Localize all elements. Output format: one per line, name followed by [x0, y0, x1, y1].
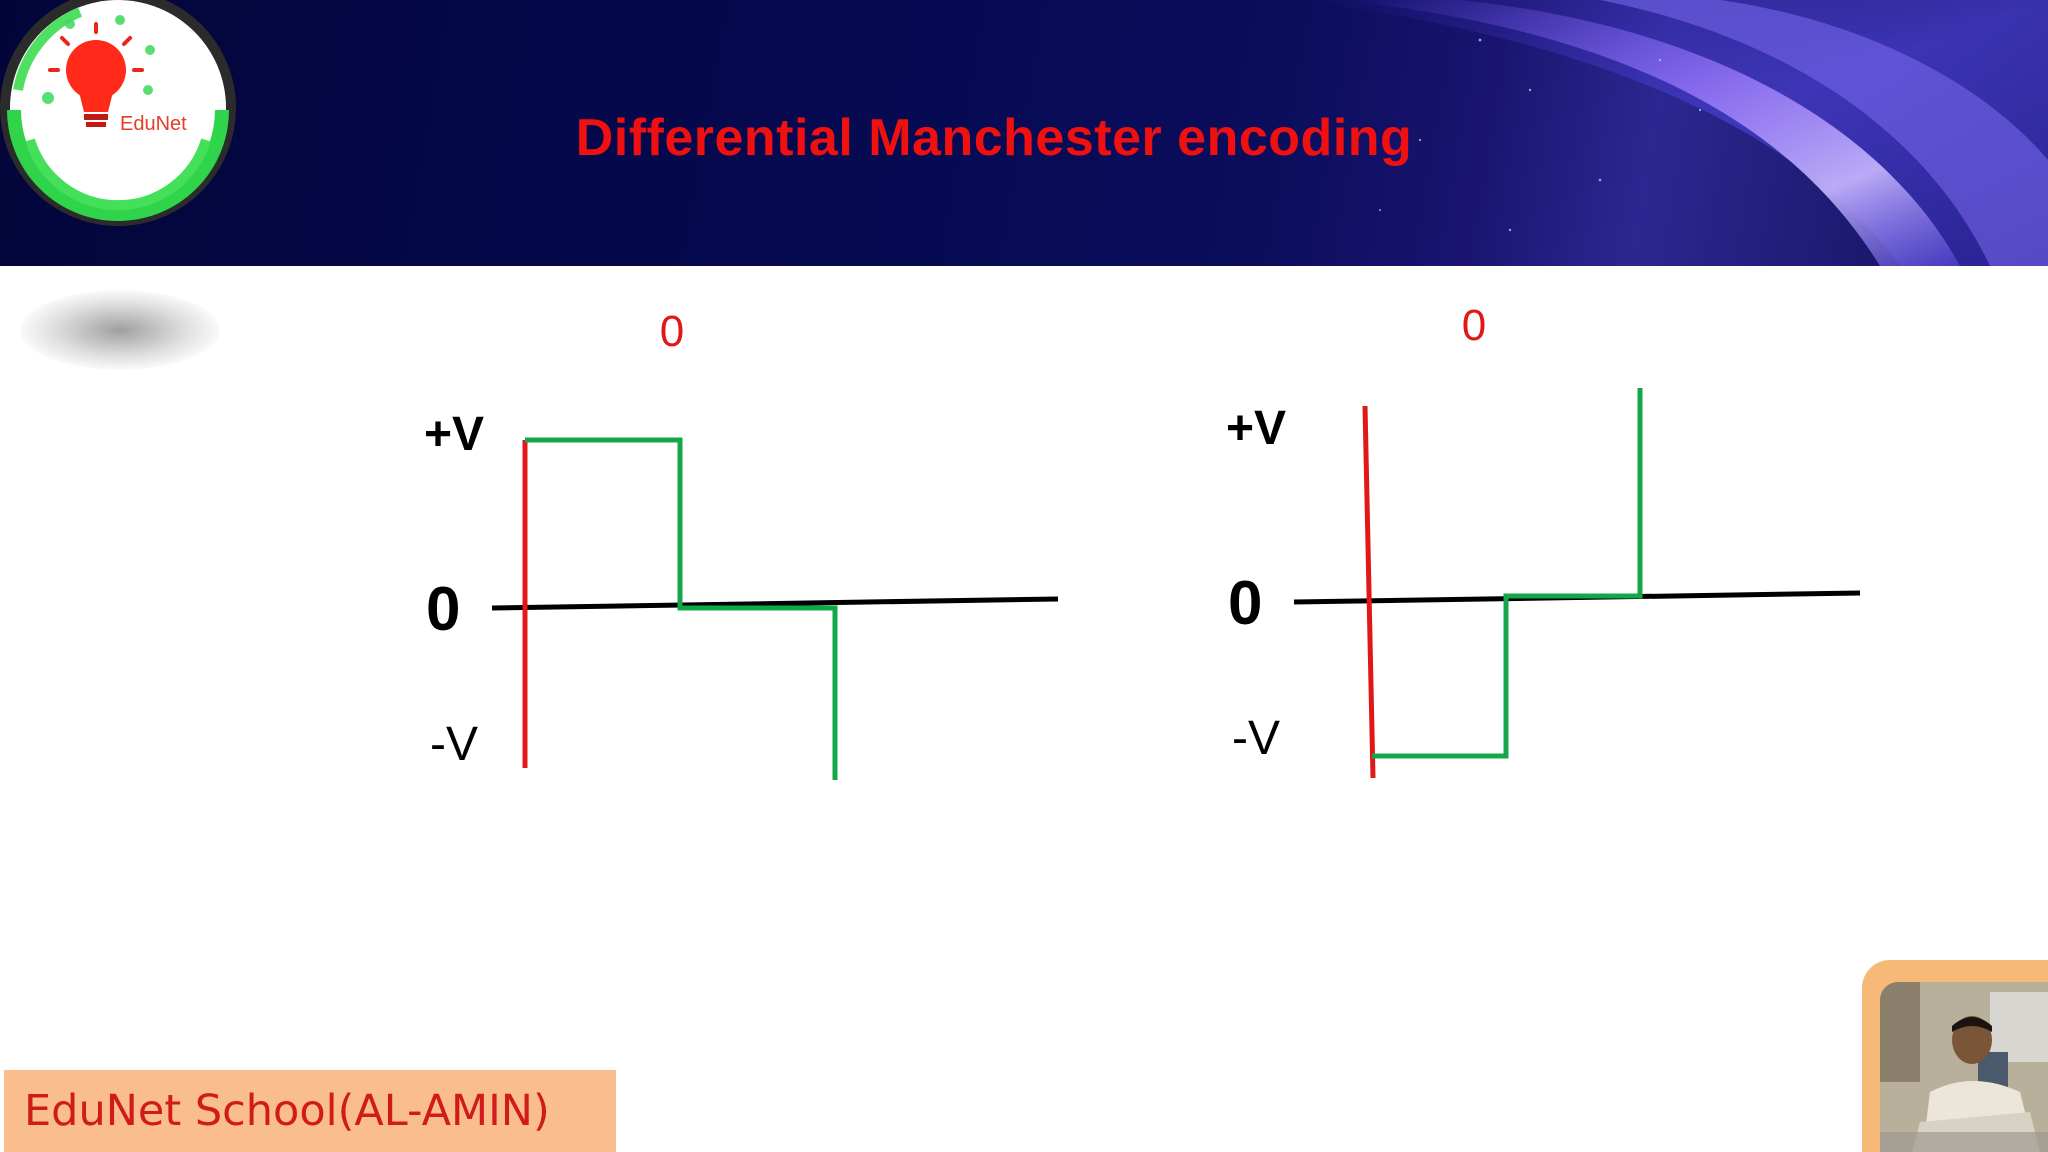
right-bit-label: 0: [1462, 301, 1486, 350]
presenter-webcam: [1862, 960, 2048, 1152]
webcam-video: [1880, 982, 2048, 1152]
header-banner: EduNet Differential Manchester encoding: [0, 0, 2048, 266]
right-signal-waveform: [1372, 388, 1643, 759]
right-waveform-diagram: 0 +V 0 -V: [1226, 301, 1861, 779]
left-plus-v-label: +V: [424, 408, 484, 461]
encoding-diagrams: 0 +V 0 -V 0 +V 0 -V: [424, 301, 1861, 780]
right-minus-v-label: -V: [1232, 712, 1280, 765]
header-swoosh-graphic: [1300, 0, 2048, 266]
presenter-image: [1880, 982, 2048, 1152]
blurred-smudge: [20, 290, 220, 370]
logo-text: EduNet: [120, 113, 187, 135]
left-minus-v-label: -V: [430, 718, 478, 771]
right-zero-label: 0: [1228, 569, 1262, 638]
footer-banner: EduNet School(AL-AMIN): [4, 1070, 616, 1152]
right-plus-v-label: +V: [1226, 402, 1286, 455]
left-waveform-diagram: 0 +V 0 -V: [424, 307, 1059, 780]
right-transition-line: [1362, 405, 1376, 779]
left-bit-label: 0: [660, 307, 684, 356]
left-signal-waveform: [525, 437, 838, 780]
left-zero-label: 0: [426, 575, 460, 644]
left-zero-axis: [491, 596, 1059, 611]
footer-text: EduNet School(AL-AMIN): [24, 1086, 550, 1136]
edunet-logo: EduNet: [0, 0, 236, 226]
slide-title: Differential Manchester encoding: [575, 109, 1413, 167]
